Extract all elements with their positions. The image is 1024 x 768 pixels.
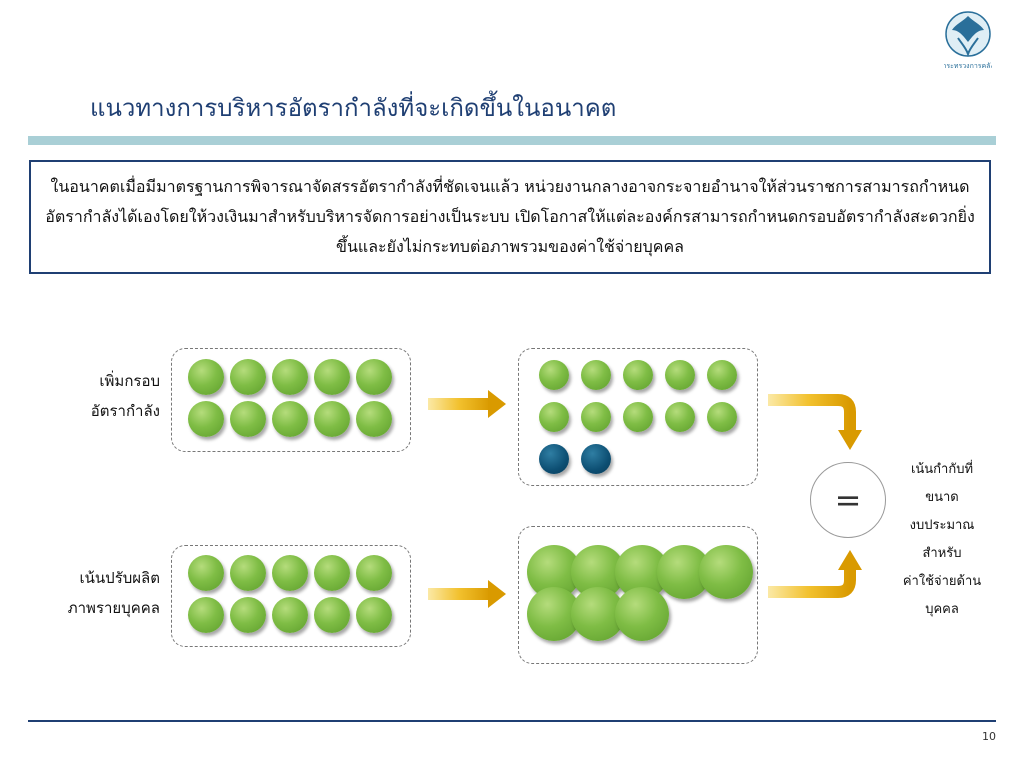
equals-circle: = xyxy=(810,462,886,538)
green-dot xyxy=(230,597,266,633)
green-dot xyxy=(539,402,569,432)
ministry-seal-logo: กระทรวงการคลัง xyxy=(944,11,992,70)
result-line: ขนาด xyxy=(925,490,959,505)
large-green-dot xyxy=(615,587,669,641)
result-line: เน้นกำกับที่ xyxy=(910,462,974,477)
green-dot xyxy=(581,402,611,432)
box-result-bottom xyxy=(518,526,758,664)
arrow-right-top xyxy=(428,390,506,418)
green-dot xyxy=(230,359,266,395)
arrow-bend-down xyxy=(768,394,862,450)
description-text: ในอนาคตเมื่อมีมาตรฐานการพิจารณาจัดสรรอัต… xyxy=(45,177,975,256)
green-dot xyxy=(356,359,392,395)
green-dot xyxy=(356,401,392,437)
green-dot xyxy=(188,401,224,437)
description-box: ในอนาคตเมื่อมีมาตรฐานการพิจารณาจัดสรรอัต… xyxy=(29,160,991,274)
green-dot xyxy=(665,360,695,390)
blue-dot-new-position xyxy=(539,444,569,474)
green-dot xyxy=(272,401,308,437)
green-dot xyxy=(188,597,224,633)
row-label-line: เน้นปรับผลิต xyxy=(79,569,160,587)
row-label-add-positions: เพิ่มกรอบ อัตรากำลัง xyxy=(40,366,160,426)
row-label-line: ภาพรายบุคคล xyxy=(67,599,160,617)
page-title: แนวทางการบริหารอัตรากำลังที่จะเกิดขึ้นใน… xyxy=(90,94,617,122)
green-dot xyxy=(581,360,611,390)
green-dot xyxy=(707,402,737,432)
green-dot xyxy=(314,555,350,591)
green-dot xyxy=(272,359,308,395)
page-number: 10 xyxy=(982,730,996,743)
green-dot xyxy=(188,359,224,395)
green-dot xyxy=(356,597,392,633)
result-line: ค่าใช้จ่ายด้าน xyxy=(902,574,982,589)
row-label-productivity: เน้นปรับผลิต ภาพรายบุคคล xyxy=(30,563,160,623)
row-label-line: อัตรากำลัง xyxy=(90,402,160,420)
footer-divider xyxy=(28,720,996,722)
green-dot xyxy=(314,359,350,395)
green-dot xyxy=(314,401,350,437)
green-dot xyxy=(230,401,266,437)
result-line: สำหรับ xyxy=(922,546,962,561)
green-dot xyxy=(665,402,695,432)
green-dot xyxy=(272,597,308,633)
result-line: งบประมาณ xyxy=(909,518,975,533)
box-current-top xyxy=(171,348,411,452)
green-dot xyxy=(230,555,266,591)
logo-text: กระทรวงการคลัง xyxy=(944,62,992,70)
green-dot xyxy=(188,555,224,591)
green-dot xyxy=(623,402,653,432)
blue-dot-new-position xyxy=(581,444,611,474)
green-dot xyxy=(356,555,392,591)
arrow-right-bottom xyxy=(428,580,506,608)
green-dot xyxy=(539,360,569,390)
large-green-dot xyxy=(699,545,753,599)
title-divider xyxy=(28,136,996,145)
result-line: บุคคล xyxy=(925,602,959,617)
box-result-top xyxy=(518,348,758,486)
result-text: เน้นกำกับที่ ขนาด งบประมาณ สำหรับ ค่าใช้… xyxy=(892,456,992,624)
box-current-bottom xyxy=(171,545,411,647)
green-dot xyxy=(272,555,308,591)
green-dot xyxy=(314,597,350,633)
equals-sign: = xyxy=(834,481,862,519)
arrow-bend-up xyxy=(768,550,862,598)
green-dot xyxy=(623,360,653,390)
row-label-line: เพิ่มกรอบ xyxy=(99,372,160,390)
green-dot xyxy=(707,360,737,390)
